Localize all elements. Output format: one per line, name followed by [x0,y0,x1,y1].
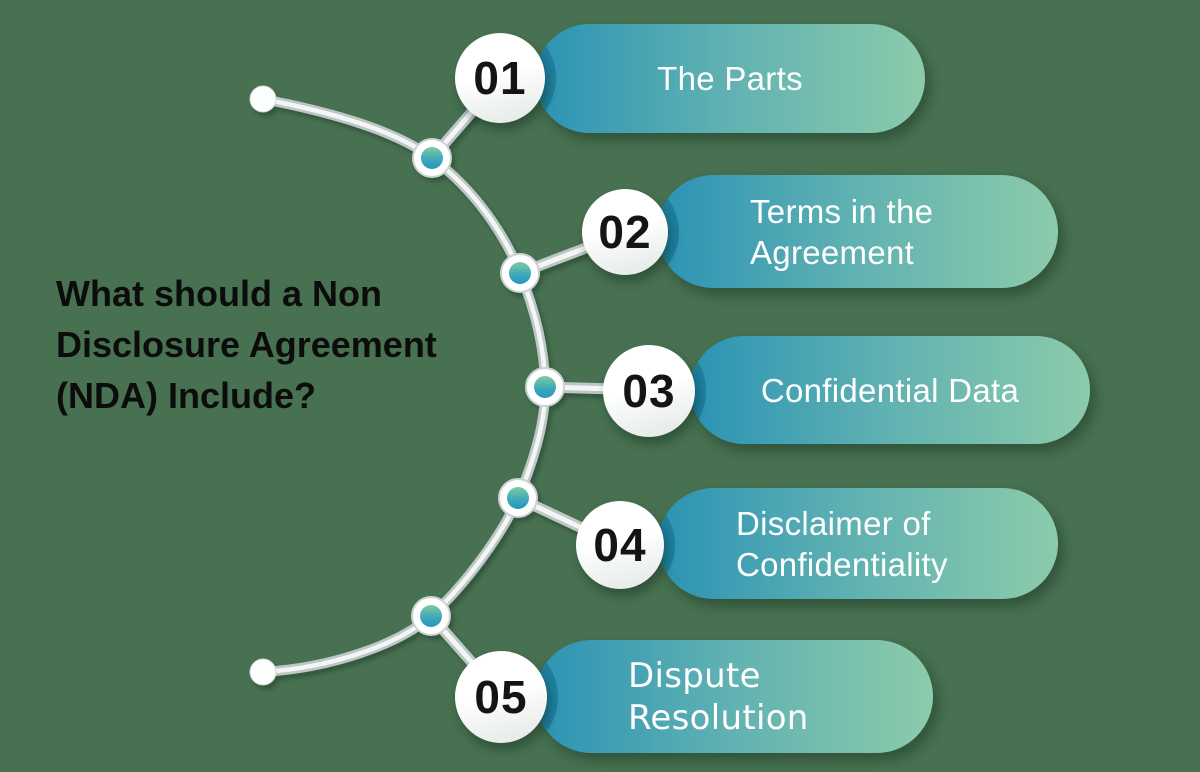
nda-item-5: Dispute Resolution 05 [455,640,933,753]
item-3-pill: Confidential Data [690,336,1090,444]
spine-endpoint-top [249,85,277,113]
item-4-number-badge: 04 [576,501,664,589]
item-2-pill: Terms in the Agreement [657,175,1058,288]
item-1-number: 01 [473,52,527,104]
item-4-pill: Disclaimer of Confidentiality [658,488,1058,599]
spine-endpoint-bottom [249,658,277,686]
item-4-number: 04 [593,519,647,571]
item-5-label: Dispute Resolution [628,655,809,738]
nda-item-1: The Parts 01 [455,24,925,133]
nda-item-3: Confidential Data 03 [603,336,1090,444]
item-1-number-badge: 01 [455,33,545,123]
item-2-number-badge: 02 [582,189,668,275]
nda-item-2: Terms in the Agreement 02 [582,175,1058,288]
item-1-pill: The Parts [535,24,925,133]
item-2-number: 02 [598,206,652,258]
item-3-label: Confidential Data [760,371,1020,409]
item-3-number-badge: 03 [603,345,695,437]
item-4-label: Disclaimer of Confidentiality [736,504,948,583]
item-5-pill: Dispute Resolution [535,640,933,753]
nda-item-4: Disclaimer of Confidentiality 04 [576,488,1058,599]
infographic-title: What should a Non Disclosure Agreement (… [56,273,437,416]
item-3-number: 03 [622,365,676,417]
spine-nodes [411,138,565,636]
item-5-number: 05 [474,671,528,723]
spine-and-branches [249,77,654,698]
item-5-number-badge: 05 [455,651,547,743]
item-2-label: Terms in the Agreement [750,192,934,271]
item-1-label: The Parts [657,60,803,97]
